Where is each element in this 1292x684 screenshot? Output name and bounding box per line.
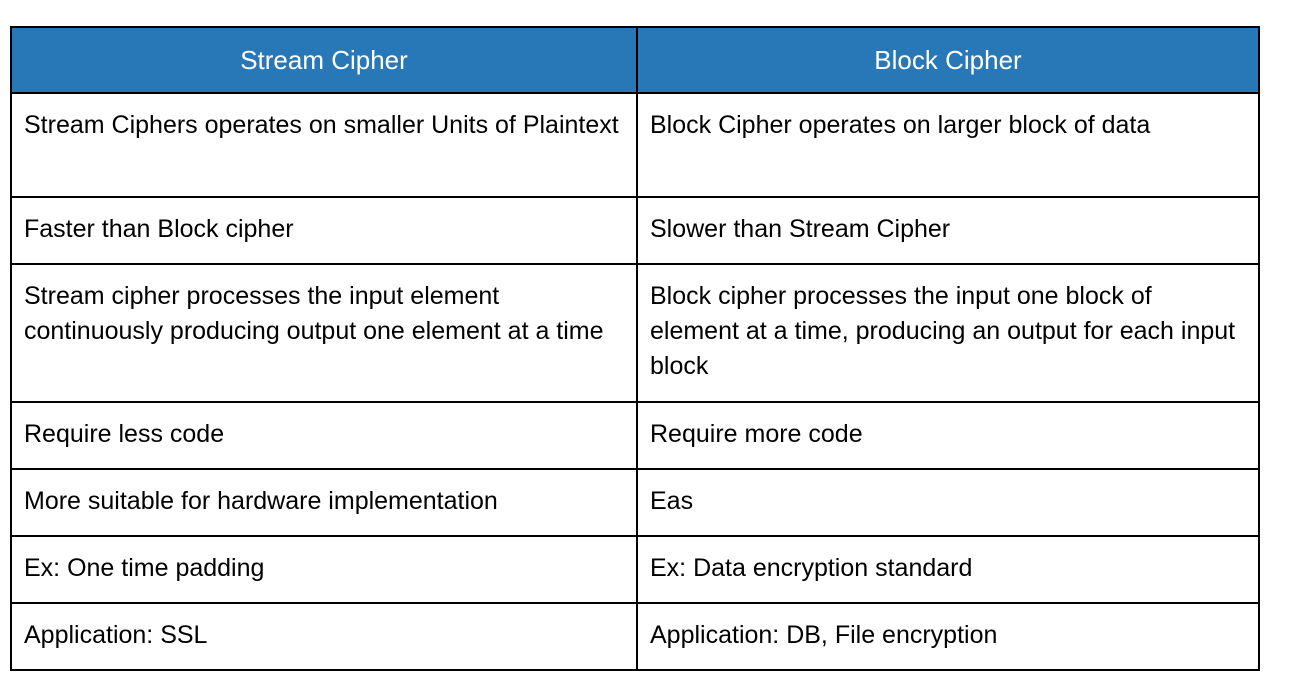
cell-block-cipher: Block Cipher operates on larger block of… <box>636 92 1260 198</box>
cell-text: Require less code <box>24 420 225 448</box>
table-row: Ex: One time padding Ex: Data encryption… <box>10 535 1260 604</box>
table-header: Stream Cipher Block Cipher <box>10 26 1260 94</box>
cell-text: Application: SSL <box>24 621 208 649</box>
cell-text: Block Cipher operates on larger block of… <box>650 111 1151 139</box>
table-row: Application: SSL Application: DB, File e… <box>10 602 1260 671</box>
cell-stream-cipher: Faster than Block cipher <box>10 196 638 265</box>
cell-text: Eas <box>650 487 694 515</box>
table-row: Stream cipher processes the input elemen… <box>10 263 1260 403</box>
cell-stream-cipher: Stream Ciphers operates on smaller Units… <box>10 92 638 198</box>
stream-vs-block-cipher-table: Stream Cipher Block Cipher Stream Cipher… <box>10 26 1260 671</box>
cell-text: Ex: One time padding <box>24 554 265 582</box>
cell-text: Require more code <box>650 420 863 448</box>
column-header-stream-cipher: Stream Cipher <box>10 26 638 94</box>
cell-text: Stream Ciphers operates on smaller Units… <box>24 111 619 139</box>
cell-block-cipher: Eas <box>636 468 1260 537</box>
cell-stream-cipher: Require less code <box>10 401 638 470</box>
cell-stream-cipher: Ex: One time padding <box>10 535 638 604</box>
cell-text: More suitable for hardware implementatio… <box>24 487 498 515</box>
cell-stream-cipher: Application: SSL <box>10 602 638 671</box>
table-row: Faster than Block cipher Slower than Str… <box>10 196 1260 265</box>
cell-text: Block cipher processes the input one blo… <box>650 282 1236 380</box>
cell-text: Stream cipher processes the input elemen… <box>24 282 604 345</box>
cell-text: Faster than Block cipher <box>24 215 294 243</box>
cell-block-cipher: Block cipher processes the input one blo… <box>636 263 1260 403</box>
cell-block-cipher: Slower than Stream Cipher <box>636 196 1260 265</box>
comparison-table-container: Stream Cipher Block Cipher Stream Cipher… <box>10 26 1260 671</box>
cell-text: Slower than Stream Cipher <box>650 215 951 243</box>
cell-stream-cipher: Stream cipher processes the input elemen… <box>10 263 638 403</box>
cell-text: Ex: Data encryption standard <box>650 554 973 582</box>
table-row: Stream Ciphers operates on smaller Units… <box>10 92 1260 198</box>
table-body: Stream Ciphers operates on smaller Units… <box>10 92 1260 671</box>
table-row: More suitable for hardware implementatio… <box>10 468 1260 537</box>
column-header-block-cipher: Block Cipher <box>636 26 1260 94</box>
cell-text: Application: DB, File encryption <box>650 621 998 649</box>
cell-stream-cipher: More suitable for hardware implementatio… <box>10 468 638 537</box>
cell-block-cipher: Require more code <box>636 401 1260 470</box>
table-header-row: Stream Cipher Block Cipher <box>10 26 1260 94</box>
cell-block-cipher: Ex: Data encryption standard <box>636 535 1260 604</box>
table-row: Require less code Require more code <box>10 401 1260 470</box>
cell-block-cipher: Application: DB, File encryption <box>636 602 1260 671</box>
